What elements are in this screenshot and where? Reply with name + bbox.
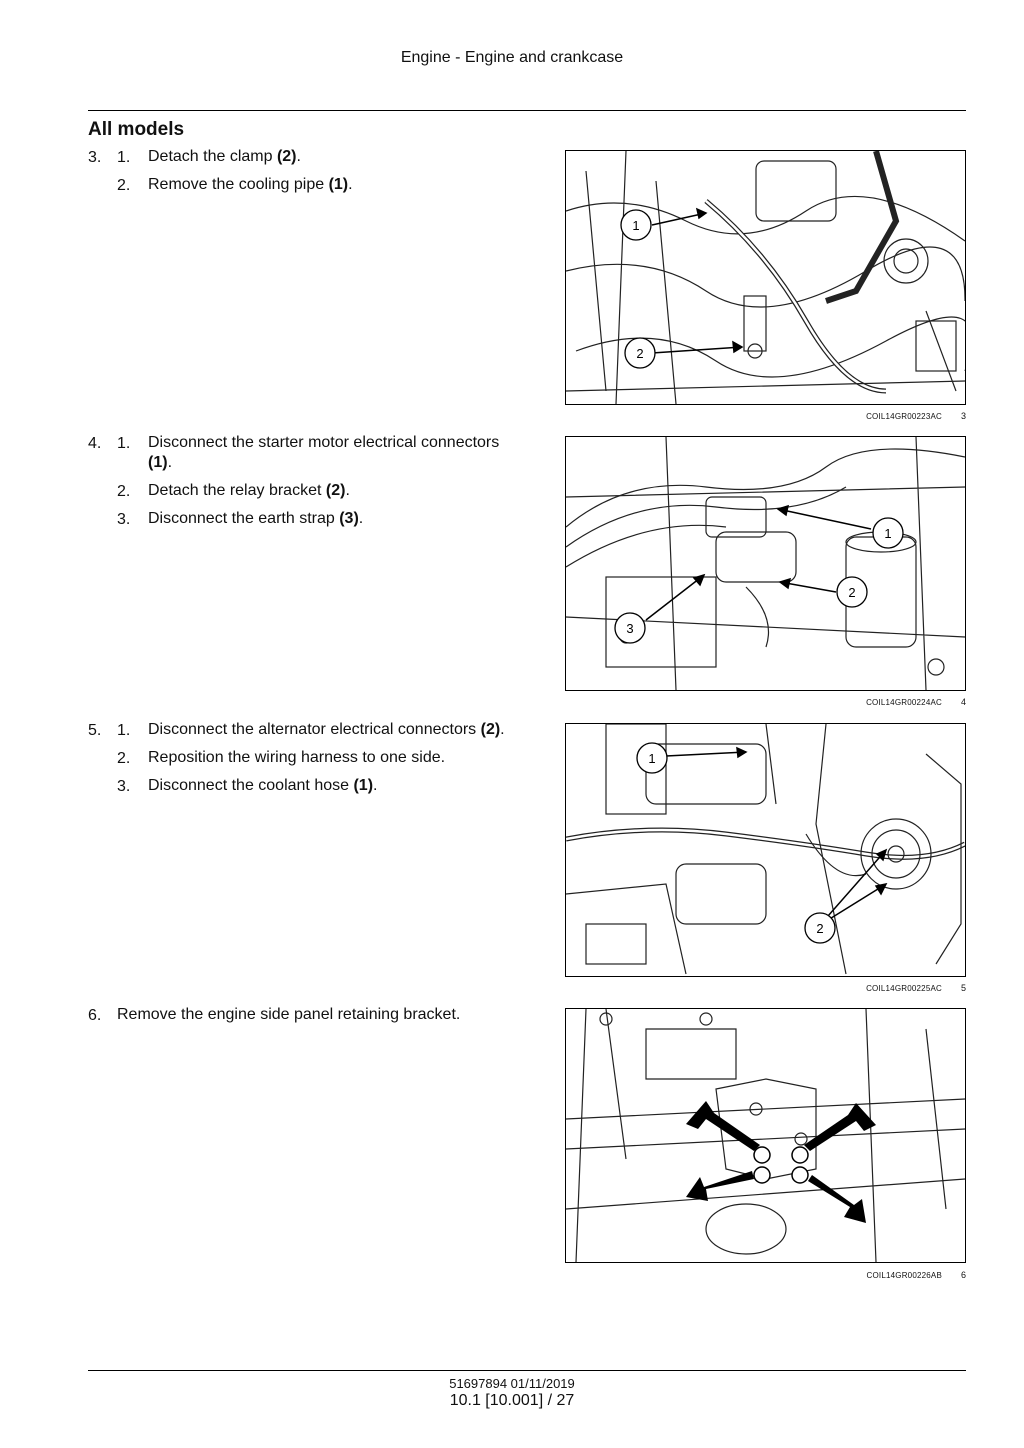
footer-doc-ref: 51697894 01/11/2019 bbox=[449, 1376, 575, 1391]
callout-label: 1 bbox=[648, 751, 655, 766]
substep-number: 3. bbox=[117, 778, 131, 795]
figure-number: 4 bbox=[960, 697, 966, 707]
figure-illustration bbox=[565, 1008, 966, 1263]
substep-text: Disconnect the starter motor electrical … bbox=[148, 434, 500, 471]
figure-illustration: 1 2 3 bbox=[565, 436, 966, 691]
figure-drawing bbox=[566, 1009, 965, 1262]
substep-text: Reposition the wiring harness to one sid… bbox=[148, 749, 446, 766]
figure-code: COIL14GR00223AC bbox=[866, 412, 942, 421]
callout-label: 2 bbox=[636, 346, 643, 361]
callout-label: 2 bbox=[816, 921, 823, 936]
substep-text: Detach the relay bracket (2). bbox=[148, 482, 350, 499]
figure-illustration: 1 2 bbox=[565, 150, 966, 405]
step-number: 4. bbox=[88, 435, 102, 452]
figure-code: COIL14GR00226AB bbox=[866, 1271, 942, 1280]
figure-code: COIL14GR00224AC bbox=[866, 698, 942, 707]
figure-code: COIL14GR00225AC bbox=[866, 984, 942, 993]
substep-number: 2. bbox=[117, 177, 131, 194]
figure-illustration: 1 2 bbox=[565, 723, 966, 977]
substep-number: 3. bbox=[117, 511, 131, 528]
header-rule bbox=[88, 110, 966, 111]
figure-drawing: 1 2 3 bbox=[566, 437, 965, 690]
callout-label: 1 bbox=[632, 218, 639, 233]
substep-number: 2. bbox=[117, 483, 131, 500]
figure-number: 3 bbox=[960, 411, 966, 421]
step-text: Remove the engine side panel retaining b… bbox=[117, 1006, 461, 1023]
figure-number: 5 bbox=[960, 983, 966, 993]
running-header: Engine - Engine and crankcase bbox=[400, 49, 624, 66]
callout-label: 3 bbox=[626, 621, 633, 636]
substep-text: Detach the clamp (2). bbox=[148, 148, 301, 165]
callout-label: 2 bbox=[848, 585, 855, 600]
section-title: All models bbox=[88, 119, 185, 140]
substep-number: 1. bbox=[117, 435, 131, 452]
figure-drawing: 1 2 bbox=[566, 151, 965, 404]
substep-text: Disconnect the alternator electrical con… bbox=[148, 721, 505, 738]
figure-number: 6 bbox=[960, 1270, 966, 1280]
step-number: 6. bbox=[88, 1007, 102, 1024]
substep-number: 1. bbox=[117, 722, 131, 739]
step-number: 5. bbox=[88, 722, 102, 739]
footer-page-number: 10.1 [10.001] / 27 bbox=[449, 1392, 575, 1409]
step-number: 3. bbox=[88, 149, 102, 166]
callout-label: 1 bbox=[884, 526, 891, 541]
substep-text: Disconnect the earth strap (3). bbox=[148, 510, 364, 527]
substep-number: 2. bbox=[117, 750, 131, 767]
substep-number: 1. bbox=[117, 149, 131, 166]
footer-rule bbox=[88, 1370, 966, 1371]
figure-drawing: 1 2 bbox=[566, 724, 965, 975]
substep-text: Remove the cooling pipe (1). bbox=[148, 176, 353, 193]
substep-text: Disconnect the coolant hose (1). bbox=[148, 777, 378, 794]
